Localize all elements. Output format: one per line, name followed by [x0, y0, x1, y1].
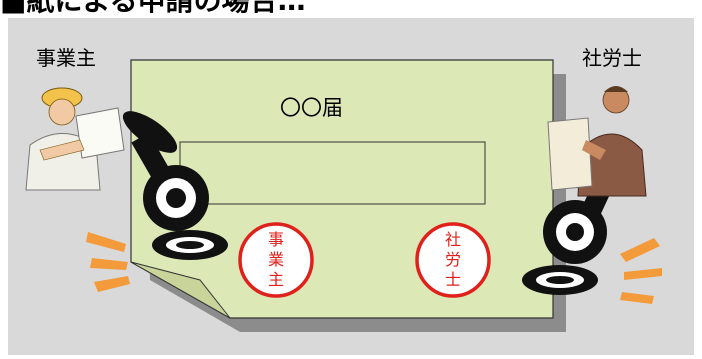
employer-seal-char-1: 事 — [267, 230, 284, 249]
consultant-seal-char-2: 労 — [444, 250, 461, 269]
paper-curl — [130, 261, 231, 319]
construction-worker-icon — [25, 87, 125, 191]
rubber-stamp-icon-left — [122, 111, 228, 260]
consultant-seal-char-3: 士 — [444, 270, 461, 289]
impact-burst-right — [620, 238, 662, 304]
consultant-label: 社労士 — [582, 46, 642, 70]
page-heading: ■紙による申請の場合… — [0, 0, 306, 17]
employer-seal-char-2: 業 — [267, 250, 284, 269]
consultant-seal-char-1: 社 — [444, 230, 461, 249]
employer-seal — [238, 222, 314, 298]
employer-seal-char-3: 主 — [267, 270, 284, 289]
form-title: 〇〇届 — [280, 96, 343, 120]
employer-label: 事業主 — [36, 46, 96, 70]
consultant-seal — [415, 222, 491, 298]
impact-burst-left — [86, 232, 130, 292]
businessman-icon — [547, 86, 647, 197]
